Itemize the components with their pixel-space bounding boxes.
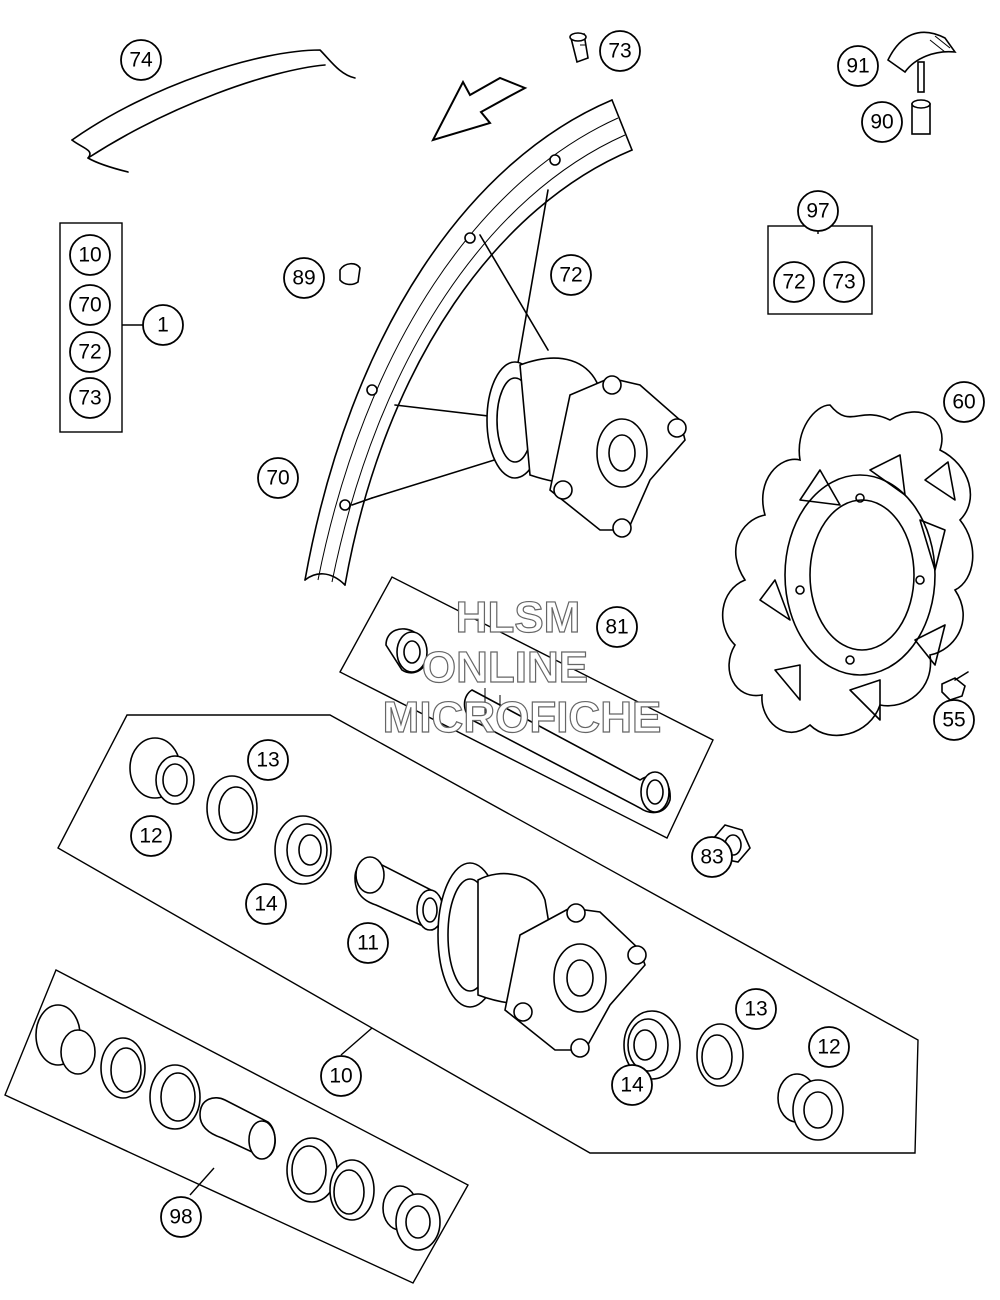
callout-label: 70 <box>266 467 289 490</box>
seal-12-left <box>129 737 195 805</box>
callout-label: 12 <box>139 825 162 848</box>
hub <box>437 862 647 1058</box>
callout-label: 14 <box>254 893 278 916</box>
seal-ring-13-left <box>206 775 258 841</box>
group-frames <box>4 222 919 1284</box>
callout-label: 98 <box>169 1206 192 1229</box>
seal-12-right <box>777 1073 844 1141</box>
callouts: 74 73 91 90 97 72 73 10 70 72 73 1 89 72… <box>69 30 985 1238</box>
callout-label: 55 <box>942 709 965 732</box>
callout-label: 74 <box>129 49 153 72</box>
callout-label: 70 <box>78 294 101 317</box>
callout-label: 11 <box>357 932 379 955</box>
callout-14-right[interactable]: 14 <box>611 1064 653 1106</box>
callout-55[interactable]: 55 <box>933 699 975 741</box>
callout-label: 12 <box>817 1036 840 1059</box>
callout-98[interactable]: 98 <box>160 1196 202 1238</box>
callout-label: 90 <box>870 111 893 134</box>
callout-13-left[interactable]: 13 <box>247 739 289 781</box>
callout-13-right[interactable]: 13 <box>735 988 777 1030</box>
watermark-line-1: HLSM <box>456 593 581 642</box>
callout-12-left[interactable]: 12 <box>130 815 172 857</box>
callout-89[interactable]: 89 <box>283 257 325 299</box>
callout-label: 14 <box>620 1074 644 1097</box>
bearing-kit-98-parts <box>35 1004 441 1251</box>
rotation-arrow-icon <box>431 76 528 142</box>
axle-group-frame <box>339 576 714 839</box>
callout-97-73[interactable]: 73 <box>823 261 865 303</box>
callout-90[interactable]: 90 <box>861 101 903 143</box>
brake-disc <box>721 404 974 737</box>
bearing-14-left <box>274 815 332 885</box>
callout-label: 73 <box>832 271 855 294</box>
wheel-hub <box>486 357 687 538</box>
callout-12-right[interactable]: 12 <box>808 1026 850 1068</box>
callout-1-70[interactable]: 70 <box>69 284 111 326</box>
axle-group <box>385 628 671 814</box>
hub-group-frame <box>57 714 919 1154</box>
callout-60[interactable]: 60 <box>943 381 985 423</box>
callout-label: 89 <box>292 267 315 290</box>
bearing-kit-98-frame <box>4 969 469 1284</box>
callout-14-left[interactable]: 14 <box>245 883 287 925</box>
bolt-55 <box>941 671 969 701</box>
callout-label: 1 <box>157 314 169 337</box>
spacer-90 <box>911 99 931 135</box>
hub-leader-10 <box>340 1027 373 1056</box>
callout-1[interactable]: 1 <box>142 304 184 346</box>
watermark: HLSM ONLINE MICROFICHE <box>382 592 662 742</box>
watermark-line-2: ONLINE <box>422 643 588 692</box>
callout-label: 13 <box>744 998 767 1021</box>
valve-73 <box>569 32 589 64</box>
callout-label: 91 <box>846 55 869 78</box>
callout-label: 83 <box>700 846 723 869</box>
callout-81[interactable]: 81 <box>596 606 638 648</box>
callout-label: 60 <box>952 391 975 414</box>
callout-label: 73 <box>608 40 631 63</box>
callout-label: 73 <box>78 387 101 410</box>
callout-72[interactable]: 72 <box>550 254 592 296</box>
callout-label: 72 <box>78 341 101 364</box>
callout-label: 10 <box>329 1065 352 1088</box>
callout-label: 13 <box>256 749 279 772</box>
spacer-11 <box>354 856 444 931</box>
kit-1-frame <box>59 222 123 433</box>
callout-73-valve[interactable]: 73 <box>599 30 641 72</box>
callout-label: 81 <box>605 616 628 639</box>
callout-1-72[interactable]: 72 <box>69 331 111 373</box>
seal-ring-13-right <box>696 1023 744 1087</box>
callout-11[interactable]: 11 <box>347 922 389 964</box>
callout-10[interactable]: 10 <box>320 1055 362 1097</box>
callout-1-10[interactable]: 10 <box>69 234 111 276</box>
callout-74[interactable]: 74 <box>120 39 162 81</box>
callout-97[interactable]: 97 <box>797 190 839 232</box>
callout-91[interactable]: 91 <box>837 45 879 87</box>
callout-97-72[interactable]: 72 <box>773 261 815 303</box>
rim <box>304 99 633 586</box>
watermark-line-3: MICROFICHE <box>383 693 662 742</box>
callout-1-73[interactable]: 73 <box>69 377 111 419</box>
callout-label: 72 <box>782 271 805 294</box>
valve-cap-91 <box>886 31 957 93</box>
nipple-89 <box>339 262 361 286</box>
callout-label: 72 <box>559 264 582 287</box>
rim-tape <box>71 49 356 173</box>
callout-label: 10 <box>78 244 101 267</box>
callout-83[interactable]: 83 <box>691 836 733 878</box>
callout-70[interactable]: 70 <box>257 457 299 499</box>
kit-98-leader <box>189 1167 215 1196</box>
callout-label: 97 <box>806 200 829 223</box>
